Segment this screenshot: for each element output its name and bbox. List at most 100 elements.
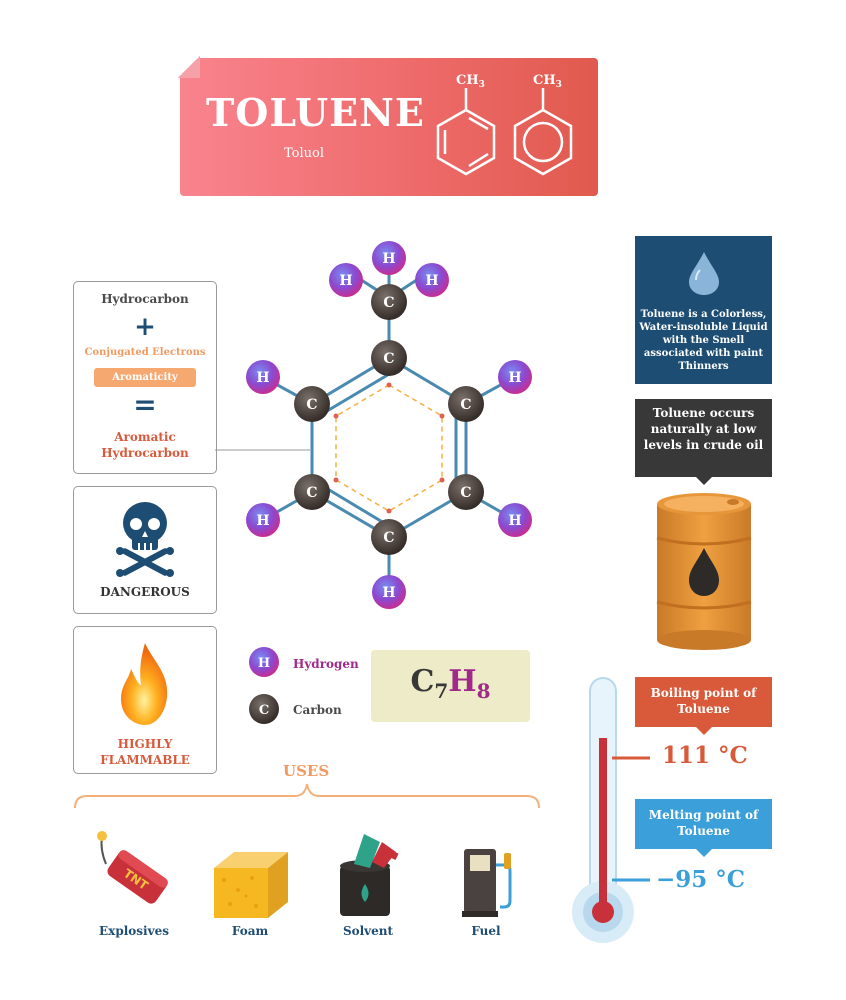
boiling-point-value: 111 °C bbox=[662, 742, 748, 769]
aromatic-line2: Hydrocarbon bbox=[101, 446, 189, 460]
svg-text:C: C bbox=[460, 485, 471, 501]
flammable-line2: FLAMMABLE bbox=[100, 753, 190, 767]
methyl-sub-2: 3 bbox=[556, 80, 562, 90]
property-info-box: Toluene is a Colorless, Water-insoluble … bbox=[635, 236, 772, 384]
carbon-atom: C bbox=[448, 474, 484, 510]
legend-hydrogen-label: Hydrogen bbox=[293, 657, 359, 671]
hydrogen-atom: H bbox=[498, 360, 532, 394]
svg-text:H: H bbox=[382, 251, 395, 267]
hydrogen-atom: H bbox=[372, 241, 406, 275]
flame-icon bbox=[121, 643, 168, 725]
ring-dots bbox=[333, 382, 445, 514]
svg-text:C: C bbox=[383, 295, 394, 311]
tnt-dynamite-icon: TNT bbox=[97, 831, 168, 904]
paint-can-icon bbox=[340, 834, 399, 916]
aromaticity-pill: Aromaticity bbox=[94, 368, 196, 387]
melting-tick bbox=[612, 878, 650, 882]
flammable-box: HIGHLY FLAMMABLE bbox=[73, 626, 217, 774]
svg-text:H: H bbox=[339, 273, 352, 289]
occurrence-info-text: Toluene occurs naturally at low levels i… bbox=[643, 406, 764, 452]
carbon-atom: C bbox=[294, 474, 330, 510]
page-subtitle: Toluol bbox=[284, 146, 325, 161]
dangerous-box: DANGEROUS bbox=[73, 486, 217, 614]
delocalized-ring bbox=[335, 384, 443, 512]
carbon-atom: C bbox=[294, 386, 330, 422]
page-title: TOLUENE bbox=[206, 90, 425, 135]
svg-text:C: C bbox=[306, 397, 317, 413]
conjugated-electrons-label: Conjugated Electrons bbox=[84, 347, 206, 358]
svg-text:C: C bbox=[460, 397, 471, 413]
foam-block-icon bbox=[214, 852, 288, 918]
flammable-line1: HIGHLY bbox=[117, 737, 173, 751]
skull-crossbones-icon bbox=[116, 502, 174, 577]
use-fuel-label: Fuel bbox=[471, 924, 501, 938]
water-drop-icon bbox=[689, 252, 719, 295]
toluene-structure-icons: CH3 CH3 bbox=[436, 73, 573, 176]
carbon-atom: C bbox=[371, 519, 407, 555]
svg-text:C: C bbox=[306, 485, 317, 501]
melting-pointer bbox=[695, 848, 713, 857]
svg-text:H: H bbox=[258, 656, 270, 671]
hydrocarbon-box: Hydrocarbon + Conjugated Electrons Aroma… bbox=[73, 281, 217, 474]
methyl-label-1: CH bbox=[456, 73, 479, 88]
use-foam-label: Foam bbox=[231, 924, 269, 938]
use-solvent-label: Solvent bbox=[342, 924, 394, 938]
hydrocarbon-title: Hydrocarbon bbox=[101, 292, 189, 306]
toluene-molecule: H H H C C H H C C C C H H C H bbox=[246, 241, 532, 609]
boiling-point-label: Boiling point of Toluene bbox=[635, 685, 772, 717]
boiling-line1: Boiling point of bbox=[650, 686, 757, 700]
legend-carbon-label: Carbon bbox=[293, 703, 342, 717]
svg-text:C: C bbox=[383, 351, 394, 367]
aromaticity-label: Aromaticity bbox=[112, 372, 178, 383]
carbon-atom: C bbox=[371, 284, 407, 320]
formula-h-count: 8 bbox=[476, 679, 491, 703]
svg-text:C: C bbox=[383, 530, 394, 546]
svg-text:CH3: CH3 bbox=[456, 73, 485, 90]
uses-title: USES bbox=[283, 762, 330, 780]
formula-h: H bbox=[448, 664, 477, 699]
svg-text:H: H bbox=[508, 370, 521, 386]
melting-point-label: Melting point of Toluene bbox=[635, 807, 772, 839]
equals-sign: = bbox=[133, 388, 157, 421]
hydrogen-atom: H bbox=[415, 263, 449, 297]
svg-text:H: H bbox=[425, 273, 438, 289]
carbon-atom: C bbox=[448, 386, 484, 422]
formula-c: C bbox=[410, 664, 435, 699]
use-explosives-label: Explosives bbox=[99, 924, 169, 938]
carbon-atom: C bbox=[371, 340, 407, 376]
hydrogen-atom: H bbox=[498, 503, 532, 537]
melting-line1: Melting point of bbox=[648, 808, 759, 822]
title-banner: TOLUENE Toluol CH3 CH3 bbox=[178, 56, 598, 196]
formula-box: C7H8 bbox=[371, 650, 530, 722]
svg-text:H: H bbox=[382, 585, 395, 601]
methyl-sub-1: 3 bbox=[479, 80, 485, 90]
boiling-point-box: Boiling point of Toluene bbox=[635, 677, 772, 727]
svg-text:C: C bbox=[259, 703, 269, 718]
legend-atoms: H C bbox=[249, 647, 279, 724]
boiling-pointer bbox=[695, 726, 713, 735]
dangerous-label: DANGEROUS bbox=[100, 585, 190, 599]
occurrence-pointer bbox=[695, 476, 713, 485]
occurrence-info-box: Toluene occurs naturally at low levels i… bbox=[635, 399, 772, 477]
flammable-label: HIGHLY FLAMMABLE bbox=[74, 736, 216, 768]
melting-point-box: Melting point of Toluene bbox=[635, 799, 772, 849]
fuel-pump-icon bbox=[462, 849, 512, 917]
melting-point-value: −95 °C bbox=[656, 866, 746, 893]
boiling-tick bbox=[612, 756, 650, 760]
methyl-label-2: CH bbox=[533, 73, 556, 88]
aromatic-hydrocarbon-label: Aromatic Hydrocarbon bbox=[74, 429, 216, 461]
hydrogen-atom: H bbox=[372, 575, 406, 609]
uses-brace bbox=[74, 783, 540, 809]
boiling-line2: Toluene bbox=[677, 702, 730, 716]
oil-barrel-icon bbox=[656, 493, 752, 650]
legend-carbon-atom: C bbox=[249, 694, 279, 724]
thermometer-icon bbox=[572, 677, 634, 943]
legend-hydrogen-atom: H bbox=[249, 647, 279, 677]
svg-text:H: H bbox=[508, 513, 521, 529]
aromatic-line1: Aromatic bbox=[114, 430, 176, 444]
formula-c-count: 7 bbox=[434, 679, 449, 703]
hydrogen-atom: H bbox=[246, 360, 280, 394]
hydrogen-atom: H bbox=[246, 503, 280, 537]
svg-text:CH3: CH3 bbox=[533, 73, 562, 90]
svg-text:H: H bbox=[256, 370, 269, 386]
